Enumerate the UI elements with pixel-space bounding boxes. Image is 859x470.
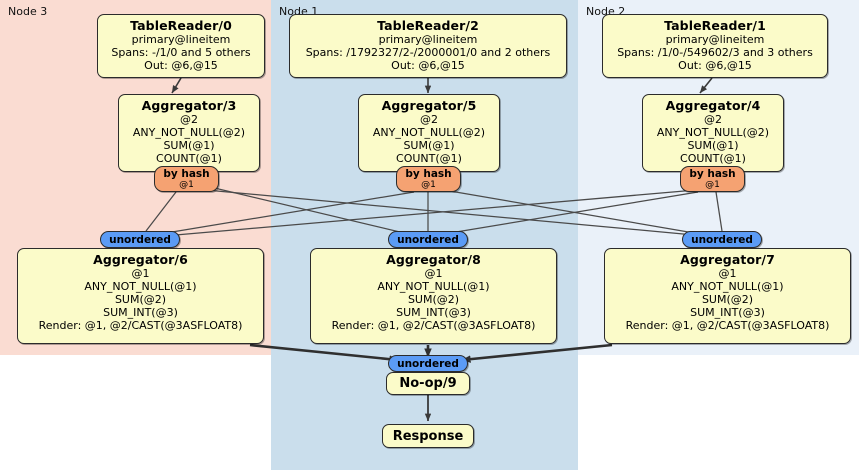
node-detail-line: SUM_INT(@3) (690, 306, 765, 319)
unordered-label: unordered (397, 233, 459, 246)
node-detail-line: ANY_NOT_NULL(@2) (656, 126, 770, 139)
node-detail-line: Out: @6,@15 (144, 59, 218, 72)
aggregator-5[interactable]: Aggregator/5 @2 ANY_NOT_NULL(@2) SUM(@1)… (358, 94, 500, 172)
node-title: Aggregator/6 (93, 252, 188, 267)
node-detail-line: SUM(@2) (407, 293, 460, 306)
node-detail-line: SUM_INT(@3) (103, 306, 178, 319)
hash-router-column: @1 (705, 180, 720, 190)
node-detail-line: ANY_NOT_NULL(@1) (671, 280, 784, 293)
node-detail-line: SUM_INT(@3) (396, 306, 471, 319)
hash-router-3[interactable]: by hash @1 (154, 166, 219, 192)
unordered-input-7[interactable]: unordered (682, 231, 762, 248)
node-detail-line: @2 (180, 113, 198, 126)
unordered-label: unordered (397, 357, 459, 370)
node-render-line: Render: @1, @2/CAST(@3ASFLOAT8) (331, 319, 536, 332)
unordered-input-6[interactable]: unordered (100, 231, 180, 248)
node-detail-line: COUNT(@1) (156, 152, 222, 165)
aggregator-8[interactable]: Aggregator/8 @1 ANY_NOT_NULL(@1) SUM(@2)… (310, 248, 557, 344)
aggregator-7[interactable]: Aggregator/7 @1 ANY_NOT_NULL(@1) SUM(@2)… (604, 248, 851, 344)
node-detail-line: SUM(@1) (687, 139, 739, 152)
node-title: Aggregator/7 (680, 252, 775, 267)
node-title: Response (392, 428, 464, 444)
noop-9[interactable]: No-op/9 (386, 372, 470, 395)
hash-router-label: by hash (689, 168, 736, 180)
node-detail-line: @1 (718, 267, 737, 280)
response-node[interactable]: Response (382, 424, 474, 448)
node-panel-label-node3: Node 3 (8, 5, 48, 18)
node-detail-line: Spans: /1/0-/549602/3 and 3 others (617, 46, 813, 59)
node-detail-line: COUNT(@1) (396, 152, 462, 165)
node-detail-line: Out: @6,@15 (391, 59, 465, 72)
table-reader-1[interactable]: TableReader/1 primary@lineitem Spans: /1… (602, 14, 828, 78)
node-detail-line: ANY_NOT_NULL(@2) (372, 126, 486, 139)
node-title: Aggregator/5 (381, 98, 477, 113)
node-render-line: Render: @1, @2/CAST(@3ASFLOAT8) (625, 319, 830, 332)
hash-router-label: by hash (163, 168, 210, 180)
node-detail-line: SUM(@1) (163, 139, 215, 152)
node-title: No-op/9 (399, 376, 457, 391)
node-title: TableReader/0 (130, 18, 232, 33)
aggregator-4[interactable]: Aggregator/4 @2 ANY_NOT_NULL(@2) SUM(@1)… (642, 94, 784, 172)
aggregator-3[interactable]: Aggregator/3 @2 ANY_NOT_NULL(@2) SUM(@1)… (118, 94, 260, 172)
node-detail-line: @2 (420, 113, 438, 126)
hash-router-column: @1 (421, 180, 436, 190)
hash-router-column: @1 (179, 180, 194, 190)
node-title: TableReader/1 (664, 18, 766, 33)
node-title: TableReader/2 (377, 18, 479, 33)
node-detail-line: ANY_NOT_NULL(@2) (132, 126, 246, 139)
node-detail-line: Out: @6,@15 (678, 59, 752, 72)
node-title: Aggregator/4 (665, 98, 761, 113)
table-reader-0[interactable]: TableReader/0 primary@lineitem Spans: -/… (97, 14, 265, 78)
node-detail-line: primary@lineitem (665, 33, 765, 46)
node-detail-line: @2 (704, 113, 722, 126)
node-detail-line: SUM(@2) (114, 293, 167, 306)
node-detail-line: SUM(@2) (701, 293, 754, 306)
hash-router-4[interactable]: by hash @1 (680, 166, 745, 192)
unordered-label: unordered (109, 233, 171, 246)
hash-router-label: by hash (405, 168, 452, 180)
node-detail-line: @1 (424, 267, 443, 280)
unordered-merge-9[interactable]: unordered (388, 355, 468, 372)
table-reader-2[interactable]: TableReader/2 primary@lineitem Spans: /1… (289, 14, 567, 78)
node-detail-line: Spans: /1792327/2-/2000001/0 and 2 other… (305, 46, 551, 59)
node-detail-line: primary@lineitem (131, 33, 231, 46)
node-detail-line: @1 (131, 267, 150, 280)
node-title: Aggregator/3 (141, 98, 237, 113)
node-detail-line: SUM(@1) (403, 139, 455, 152)
node-detail-line: Spans: -/1/0 and 5 others (111, 46, 251, 59)
node-detail-line: COUNT(@1) (680, 152, 746, 165)
node-render-line: Render: @1, @2/CAST(@3ASFLOAT8) (38, 319, 243, 332)
node-detail-line: ANY_NOT_NULL(@1) (84, 280, 197, 293)
unordered-label: unordered (691, 233, 753, 246)
unordered-input-8[interactable]: unordered (388, 231, 468, 248)
aggregator-6[interactable]: Aggregator/6 @1 ANY_NOT_NULL(@1) SUM(@2)… (17, 248, 264, 344)
hash-router-5[interactable]: by hash @1 (396, 166, 461, 192)
node-detail-line: primary@lineitem (378, 33, 478, 46)
node-detail-line: ANY_NOT_NULL(@1) (377, 280, 490, 293)
node-title: Aggregator/8 (386, 252, 481, 267)
